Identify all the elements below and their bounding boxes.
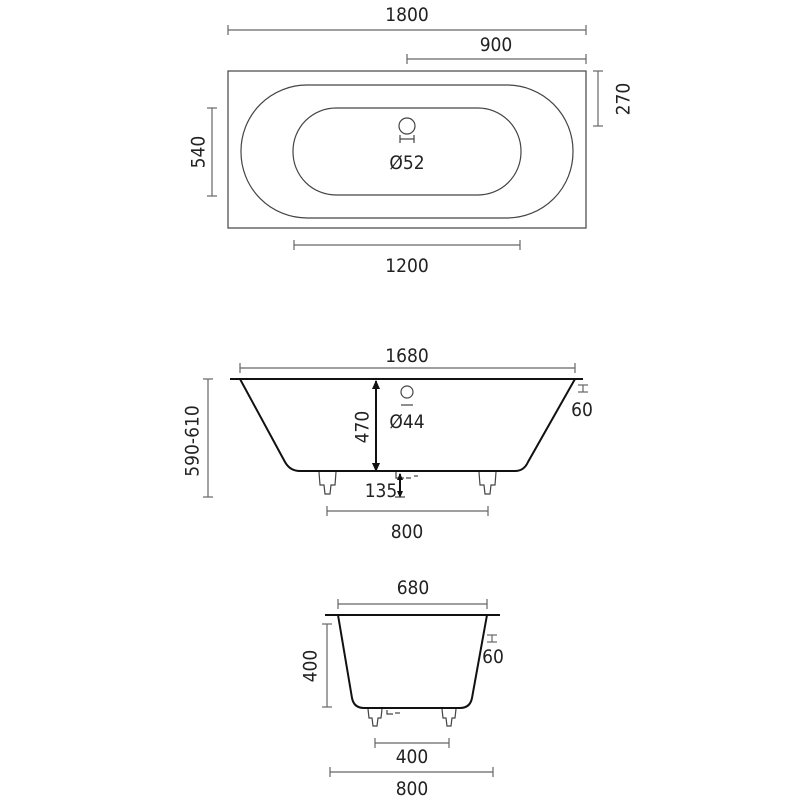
- dim-label-length: 1800: [385, 4, 429, 26]
- top-view: 1800 900 270 540 Ø52 1200: [188, 4, 635, 277]
- top-view-outline: [227, 70, 587, 229]
- side-view-drain-circle: [400, 385, 414, 399]
- dim-label-end-foot-spacing: 400: [396, 746, 429, 768]
- dim-label-drain: Ø52: [389, 152, 424, 174]
- dim-label-end-rim: 60: [482, 646, 504, 668]
- dim-label-total-height: 590-610: [182, 405, 204, 476]
- dim-label-base-width: 800: [396, 778, 429, 800]
- end-view-foot-right: [441, 708, 457, 727]
- dim-label-top-width: 680: [397, 577, 430, 599]
- side-view: 1680 60 590-610 470 Ø44 135 800: [182, 345, 593, 543]
- dim-label-side-rim: 60: [571, 399, 593, 421]
- top-view-drain-circle: [398, 117, 416, 135]
- end-view: 680 60 400 400 800: [300, 577, 504, 800]
- dim-label-half-length: 900: [480, 34, 513, 56]
- dim-label-end-height: 400: [300, 650, 322, 683]
- dim-label-side-drain: Ø44: [389, 411, 424, 433]
- end-view-drain-stub: [386, 710, 393, 715]
- dim-label-inner-length: 1200: [385, 255, 429, 277]
- dim-label-width: 540: [188, 136, 210, 169]
- dim-label-rim: 270: [613, 83, 635, 116]
- side-view-body: [239, 378, 576, 472]
- end-view-foot-left: [367, 708, 383, 727]
- side-view-foot-left: [318, 471, 337, 495]
- dim-label-foot-spacing: 800: [391, 521, 424, 543]
- dim-label-foot-height: 135: [365, 480, 398, 502]
- top-view-rim-oval: [240, 84, 574, 219]
- dim-label-depth: 470: [352, 411, 374, 444]
- end-view-body: [337, 614, 488, 709]
- side-view-foot-right: [478, 471, 497, 495]
- top-view-basin-oval: [292, 107, 522, 196]
- dim-label-top-length: 1680: [385, 345, 429, 367]
